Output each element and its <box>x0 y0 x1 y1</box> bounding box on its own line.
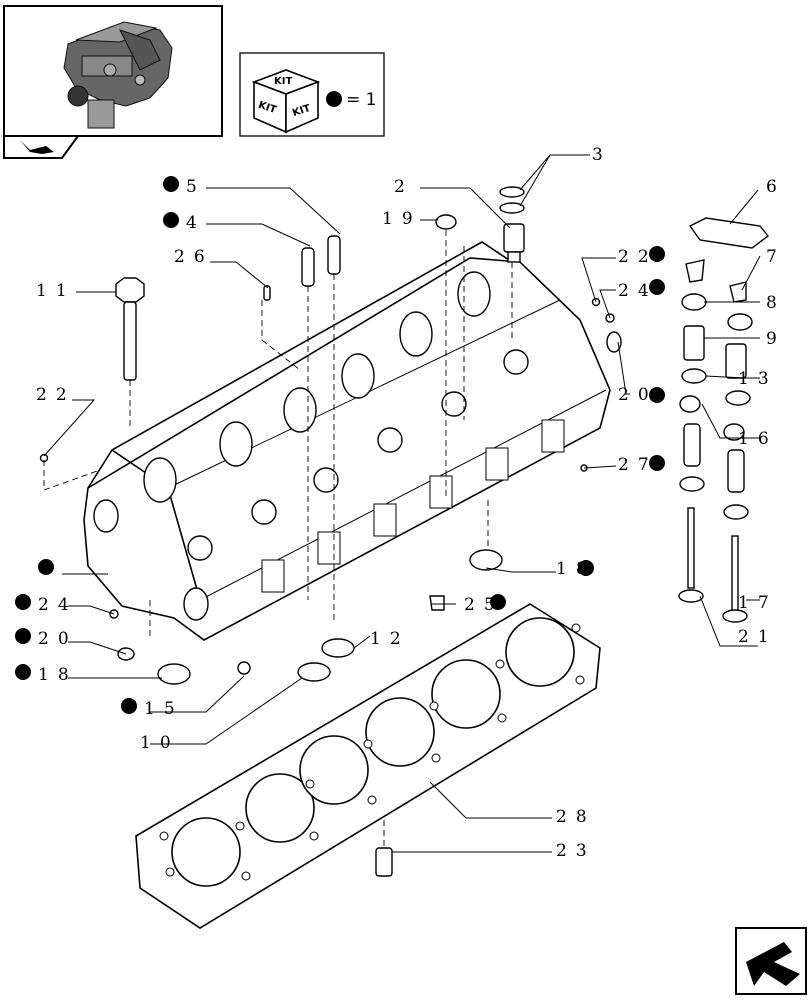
engine-thumbnail-icon <box>20 140 54 154</box>
callout-26: 26 <box>174 247 214 267</box>
kit-label-left: KIT <box>257 100 278 116</box>
kit-dot-icon <box>326 91 342 107</box>
plug-15[interactable] <box>237 661 251 675</box>
head-gasket-holes <box>159 623 585 881</box>
rocker-arm-6[interactable] <box>688 217 769 249</box>
valve-seal-16[interactable] <box>679 395 745 441</box>
callout-19: 19 <box>382 209 422 229</box>
callout-3: 3 <box>592 145 612 165</box>
callout-6: 6 <box>766 177 786 197</box>
callout-17: 17 <box>738 593 778 613</box>
valve-collet-7[interactable] <box>685 259 747 303</box>
dowel-pin-4[interactable] <box>301 247 315 287</box>
kit-legend: KIT KIT KIT = 1 <box>239 52 385 137</box>
callout-27: 27 <box>618 455 658 475</box>
callout-24-left: 24 <box>38 595 78 615</box>
callout-7: 7 <box>766 247 786 267</box>
plug-19[interactable] <box>435 214 457 230</box>
callout-13: 13 <box>738 369 778 389</box>
spring-seat-13[interactable] <box>681 368 751 406</box>
callout-kit-dots <box>15 176 665 714</box>
plug-25[interactable] <box>429 595 445 611</box>
callout-22-left: 22 <box>36 385 76 405</box>
plug-18[interactable] <box>157 549 503 685</box>
callout-20-right: 20 <box>618 385 658 405</box>
callout-2: 2 <box>394 177 414 197</box>
pin-26[interactable] <box>263 285 271 301</box>
callout-labels: 3 6 5 2 4 19 26 22 7 11 24 8 9 22 13 20 … <box>36 145 786 861</box>
kit-box-icon <box>251 69 321 134</box>
sealing-ring-20[interactable] <box>117 331 622 661</box>
cylinder-head[interactable] <box>83 241 611 641</box>
callout-18-left: 18 <box>38 665 78 685</box>
bolt-11[interactable] <box>115 277 145 381</box>
small-parts <box>39 186 769 877</box>
plug-24[interactable] <box>109 313 615 619</box>
callout-18-right: 18 <box>556 559 596 579</box>
head-gasket[interactable] <box>135 603 601 929</box>
engine-icon <box>63 21 173 129</box>
callout-23: 23 <box>556 841 596 861</box>
callout-10: 10 <box>140 733 180 753</box>
kit-label-top: KIT <box>274 76 292 87</box>
callout-5: 5 <box>186 177 206 197</box>
arrow-down-left-icon <box>746 942 800 986</box>
dowel-pin-5[interactable] <box>327 235 341 275</box>
guide-lines <box>43 230 513 848</box>
callout-4: 4 <box>186 213 206 233</box>
callout-28: 28 <box>556 807 596 827</box>
sealing-ring-10[interactable] <box>297 662 331 682</box>
callout-15: 15 <box>144 699 184 719</box>
callout-24-top: 24 <box>618 281 658 301</box>
sealing-ring-12[interactable] <box>321 638 355 658</box>
valve-guide-17[interactable] <box>679 423 749 520</box>
next-page-button[interactable] <box>735 927 807 995</box>
leader-lines <box>43 154 761 853</box>
callout-9: 9 <box>766 329 786 349</box>
o-ring-3[interactable] <box>499 186 525 214</box>
kit-equation: = 1 <box>346 90 376 110</box>
callout-20-left: 20 <box>38 629 78 649</box>
injector-sleeve-2[interactable] <box>503 223 525 263</box>
spring-retainer-8[interactable] <box>681 293 753 331</box>
callout-8: 8 <box>766 293 786 313</box>
callout-22-top: 22 <box>618 247 658 267</box>
callout-12: 12 <box>370 629 410 649</box>
valve-21[interactable] <box>678 507 748 623</box>
callout-16: 16 <box>738 429 778 449</box>
callout-11: 11 <box>36 281 76 301</box>
cylinder-head-side-windows <box>261 419 565 593</box>
engine-thumbnail[interactable] <box>3 5 223 159</box>
callout-21: 21 <box>738 627 778 647</box>
callout-25: 25 <box>464 595 504 615</box>
kit-label-right: KIT <box>291 103 312 119</box>
dowel-23[interactable] <box>375 847 393 877</box>
